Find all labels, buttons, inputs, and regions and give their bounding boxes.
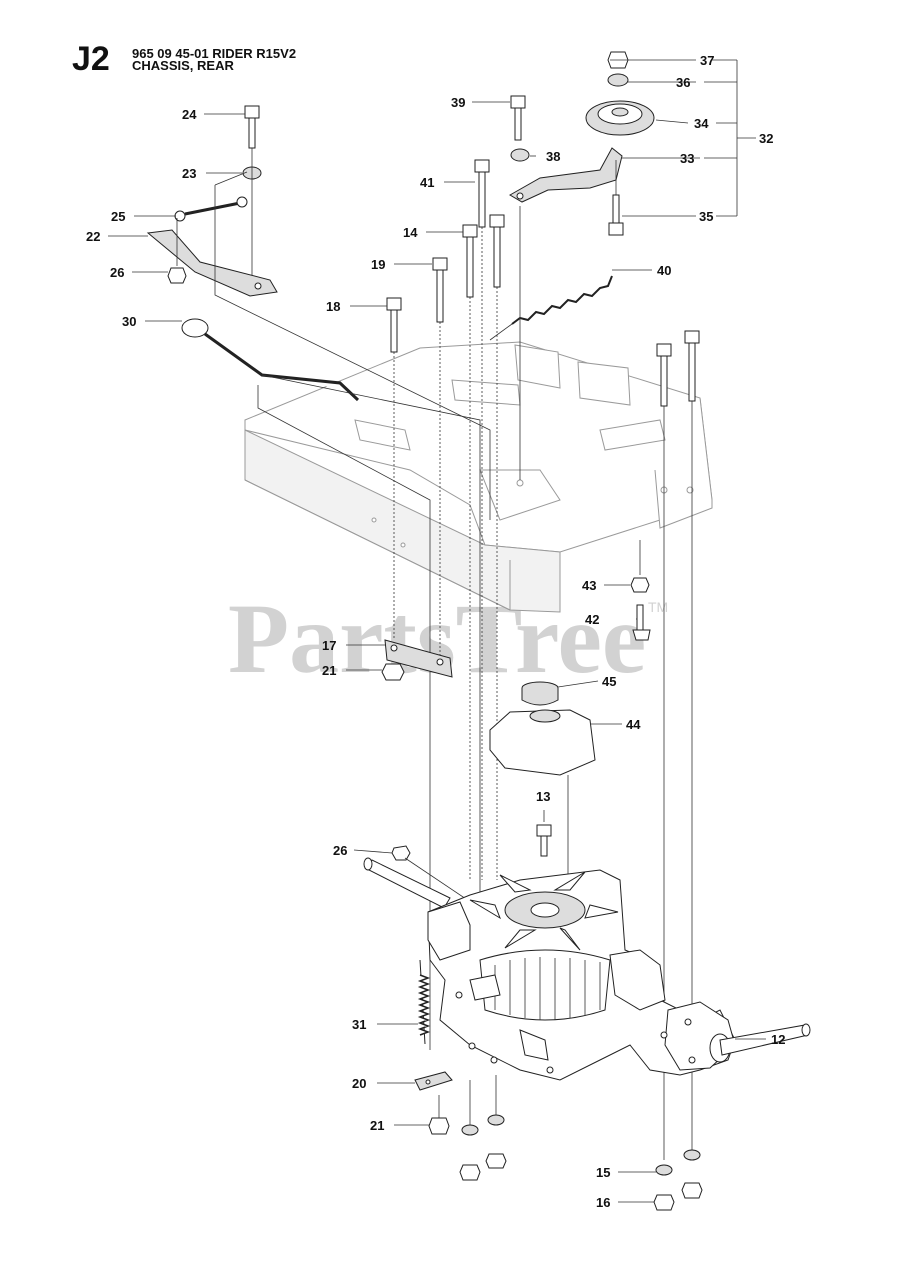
callout-13: 13 bbox=[536, 789, 550, 804]
callout-26-bottom: 26 bbox=[333, 843, 347, 858]
section-title: CHASSIS, REAR bbox=[132, 58, 234, 73]
callout-15: 15 bbox=[596, 1165, 610, 1180]
callout-43: 43 bbox=[582, 578, 596, 593]
callout-37: 37 bbox=[700, 53, 714, 68]
callout-21-bottom: 21 bbox=[370, 1118, 384, 1133]
bolts-upper bbox=[386, 159, 505, 880]
page-code: J2 bbox=[72, 40, 110, 78]
callout-25: 25 bbox=[111, 209, 125, 224]
callout-41: 41 bbox=[420, 175, 434, 190]
transaxle bbox=[427, 869, 811, 1081]
callout-44: 44 bbox=[626, 717, 641, 732]
bottom-nuts bbox=[428, 1075, 703, 1211]
callout-32: 32 bbox=[759, 131, 773, 146]
callout-30: 30 bbox=[122, 314, 136, 329]
callout-16: 16 bbox=[596, 1195, 610, 1210]
callout-26-top: 26 bbox=[110, 265, 124, 280]
bolt-13 bbox=[536, 810, 552, 857]
callout-labels: 37 36 34 32 33 35 39 38 41 14 19 40 18 2… bbox=[86, 53, 785, 1210]
callout-33: 33 bbox=[680, 151, 694, 166]
callout-20: 20 bbox=[352, 1076, 366, 1091]
watermark: PartsTree TM bbox=[228, 583, 668, 694]
callout-18: 18 bbox=[326, 299, 340, 314]
parts-31-20 bbox=[414, 959, 453, 1091]
parts-upper-left bbox=[146, 105, 491, 1050]
parts-26-axle bbox=[363, 845, 476, 909]
callout-17: 17 bbox=[322, 638, 336, 653]
reservoir bbox=[489, 681, 596, 990]
callout-34: 34 bbox=[694, 116, 709, 131]
callout-42: 42 bbox=[585, 612, 599, 627]
leader-lines bbox=[108, 59, 766, 1203]
callout-35: 35 bbox=[699, 209, 713, 224]
parts-17-21 bbox=[381, 639, 453, 681]
callout-39: 39 bbox=[451, 95, 465, 110]
callout-31: 31 bbox=[352, 1017, 366, 1032]
model-title: 965 09 45-01 RIDER R15V2 bbox=[132, 46, 297, 61]
callout-24: 24 bbox=[182, 107, 197, 122]
callout-14: 14 bbox=[403, 225, 418, 240]
chassis-frame bbox=[244, 341, 713, 613]
callout-38: 38 bbox=[546, 149, 560, 164]
watermark-text: PartsTree bbox=[228, 583, 646, 694]
callout-21-mid: 21 bbox=[322, 663, 336, 678]
watermark-tm: TM bbox=[648, 599, 668, 615]
callout-22: 22 bbox=[86, 229, 100, 244]
callout-12: 12 bbox=[771, 1032, 785, 1047]
parts-43-42 bbox=[630, 540, 651, 641]
idler-assembly bbox=[489, 51, 655, 480]
callout-23: 23 bbox=[182, 166, 196, 181]
callout-19: 19 bbox=[371, 257, 385, 272]
callout-40: 40 bbox=[657, 263, 671, 278]
callout-36: 36 bbox=[676, 75, 690, 90]
callout-45: 45 bbox=[602, 674, 616, 689]
